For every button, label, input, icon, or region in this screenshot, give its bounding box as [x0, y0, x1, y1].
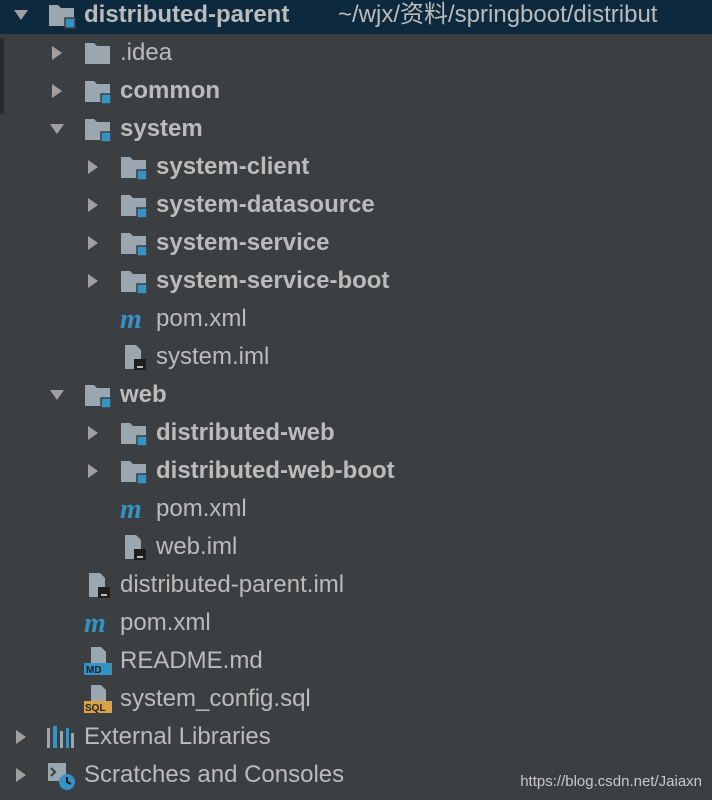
- tree-row-idea[interactable]: .idea: [0, 34, 712, 72]
- tree-row-root-pom[interactable]: m pom.xml: [0, 604, 712, 642]
- module-folder-icon: [84, 381, 112, 409]
- tree-row-system-service[interactable]: system-service: [0, 224, 712, 262]
- tree-item-label: system_config.sql: [120, 685, 311, 712]
- tree-item-label: pom.xml: [120, 609, 211, 636]
- chevron-down-icon[interactable]: [48, 386, 66, 404]
- tree-item-label: distributed-web: [156, 419, 335, 446]
- tree-item-label: system.iml: [156, 343, 270, 370]
- chevron-right-icon[interactable]: [12, 766, 30, 784]
- chevron-right-icon[interactable]: [12, 728, 30, 746]
- tree-item-label: system: [120, 115, 203, 142]
- svg-text:m: m: [120, 305, 142, 333]
- tree-row-sql[interactable]: SQL system_config.sql: [0, 680, 712, 718]
- tree-row-web[interactable]: web: [0, 376, 712, 414]
- scratches-icon: [46, 761, 75, 790]
- tree-row-external-libraries[interactable]: External Libraries: [0, 718, 712, 756]
- tree-item-label: Scratches and Consoles: [84, 761, 345, 788]
- tree-row-system-pom[interactable]: m pom.xml: [0, 300, 712, 338]
- tree-item-label: .idea: [120, 39, 173, 66]
- tree-item-label: system-service: [156, 229, 330, 256]
- tree-row-system-service-boot[interactable]: system-service-boot: [0, 262, 712, 300]
- tree-row-root[interactable]: distributed-parent ~/wjx/资料/springboot/d…: [0, 0, 712, 34]
- module-folder-icon: [84, 115, 112, 143]
- folder-icon: [84, 39, 112, 67]
- tree-item-label: distributed-parent.iml: [120, 571, 345, 598]
- tree-row-parent-iml[interactable]: distributed-parent.iml: [0, 566, 712, 604]
- svg-text:SQL: SQL: [85, 703, 106, 713]
- module-folder-icon: [120, 153, 148, 181]
- tree-row-common[interactable]: common: [0, 72, 712, 110]
- module-folder-icon: [120, 229, 148, 257]
- tree-row-scratches[interactable]: Scratches and Consoles: [0, 756, 712, 794]
- tool-window-edge: [0, 38, 4, 114]
- chevron-right-icon[interactable]: [84, 196, 102, 214]
- chevron-down-icon[interactable]: [12, 6, 30, 24]
- tree-row-web-pom[interactable]: m pom.xml: [0, 490, 712, 528]
- svg-text:m: m: [84, 609, 106, 637]
- chevron-right-icon[interactable]: [84, 234, 102, 252]
- maven-icon: m: [84, 608, 112, 639]
- chevron-right-icon[interactable]: [84, 158, 102, 176]
- module-folder-icon: [84, 77, 112, 105]
- tree-item-label: system-datasource: [156, 191, 375, 218]
- tree-item-label: pom.xml: [156, 305, 247, 332]
- tree-item-label: web.iml: [156, 533, 238, 560]
- root-path: ~/wjx/资料/springboot/distribut: [338, 1, 658, 28]
- chevron-right-icon[interactable]: [48, 82, 66, 100]
- iml-file-icon: [120, 533, 148, 561]
- module-folder-icon: [120, 457, 148, 485]
- watermark-text: https://blog.csdn.net/Jaiaxn: [520, 773, 702, 790]
- maven-icon: m: [120, 494, 148, 525]
- svg-text:MD: MD: [86, 665, 102, 675]
- module-folder-icon: [48, 1, 76, 29]
- maven-icon: m: [120, 304, 148, 335]
- svg-text:m: m: [120, 495, 142, 523]
- tree-row-distributed-web-boot[interactable]: distributed-web-boot: [0, 452, 712, 490]
- module-folder-icon: [120, 191, 148, 219]
- tree-item-label: pom.xml: [156, 495, 247, 522]
- sql-file-icon: SQL: [84, 685, 112, 714]
- root-name: distributed-parent: [84, 1, 290, 28]
- tree-item-label: common: [120, 77, 221, 104]
- tree-item-label: distributed-web-boot: [156, 457, 395, 484]
- tree-item-label: README.md: [120, 647, 263, 674]
- tree-row-system-iml[interactable]: system.iml: [0, 338, 712, 376]
- module-folder-icon: [120, 419, 148, 447]
- module-folder-icon: [120, 267, 148, 295]
- chevron-down-icon[interactable]: [48, 120, 66, 138]
- chevron-right-icon[interactable]: [48, 44, 66, 62]
- tree-row-system-client[interactable]: system-client: [0, 148, 712, 186]
- tree-row-system[interactable]: system: [0, 110, 712, 148]
- chevron-right-icon[interactable]: [84, 272, 102, 290]
- tree-item-label: system-service-boot: [156, 267, 390, 294]
- tree-row-readme[interactable]: MD README.md: [0, 642, 712, 680]
- chevron-right-icon[interactable]: [84, 424, 102, 442]
- tree-item-label: External Libraries: [84, 723, 271, 750]
- tree-item-label: system-client: [156, 153, 310, 180]
- chevron-right-icon[interactable]: [84, 462, 102, 480]
- libraries-icon: [46, 723, 74, 751]
- tree-item-label: web: [120, 381, 167, 408]
- iml-file-icon: [84, 571, 112, 599]
- tree-row-system-datasource[interactable]: system-datasource: [0, 186, 712, 224]
- markdown-file-icon: MD: [84, 647, 112, 676]
- iml-file-icon: [120, 343, 148, 371]
- tree-row-web-iml[interactable]: web.iml: [0, 528, 712, 566]
- tree-row-distributed-web[interactable]: distributed-web: [0, 414, 712, 452]
